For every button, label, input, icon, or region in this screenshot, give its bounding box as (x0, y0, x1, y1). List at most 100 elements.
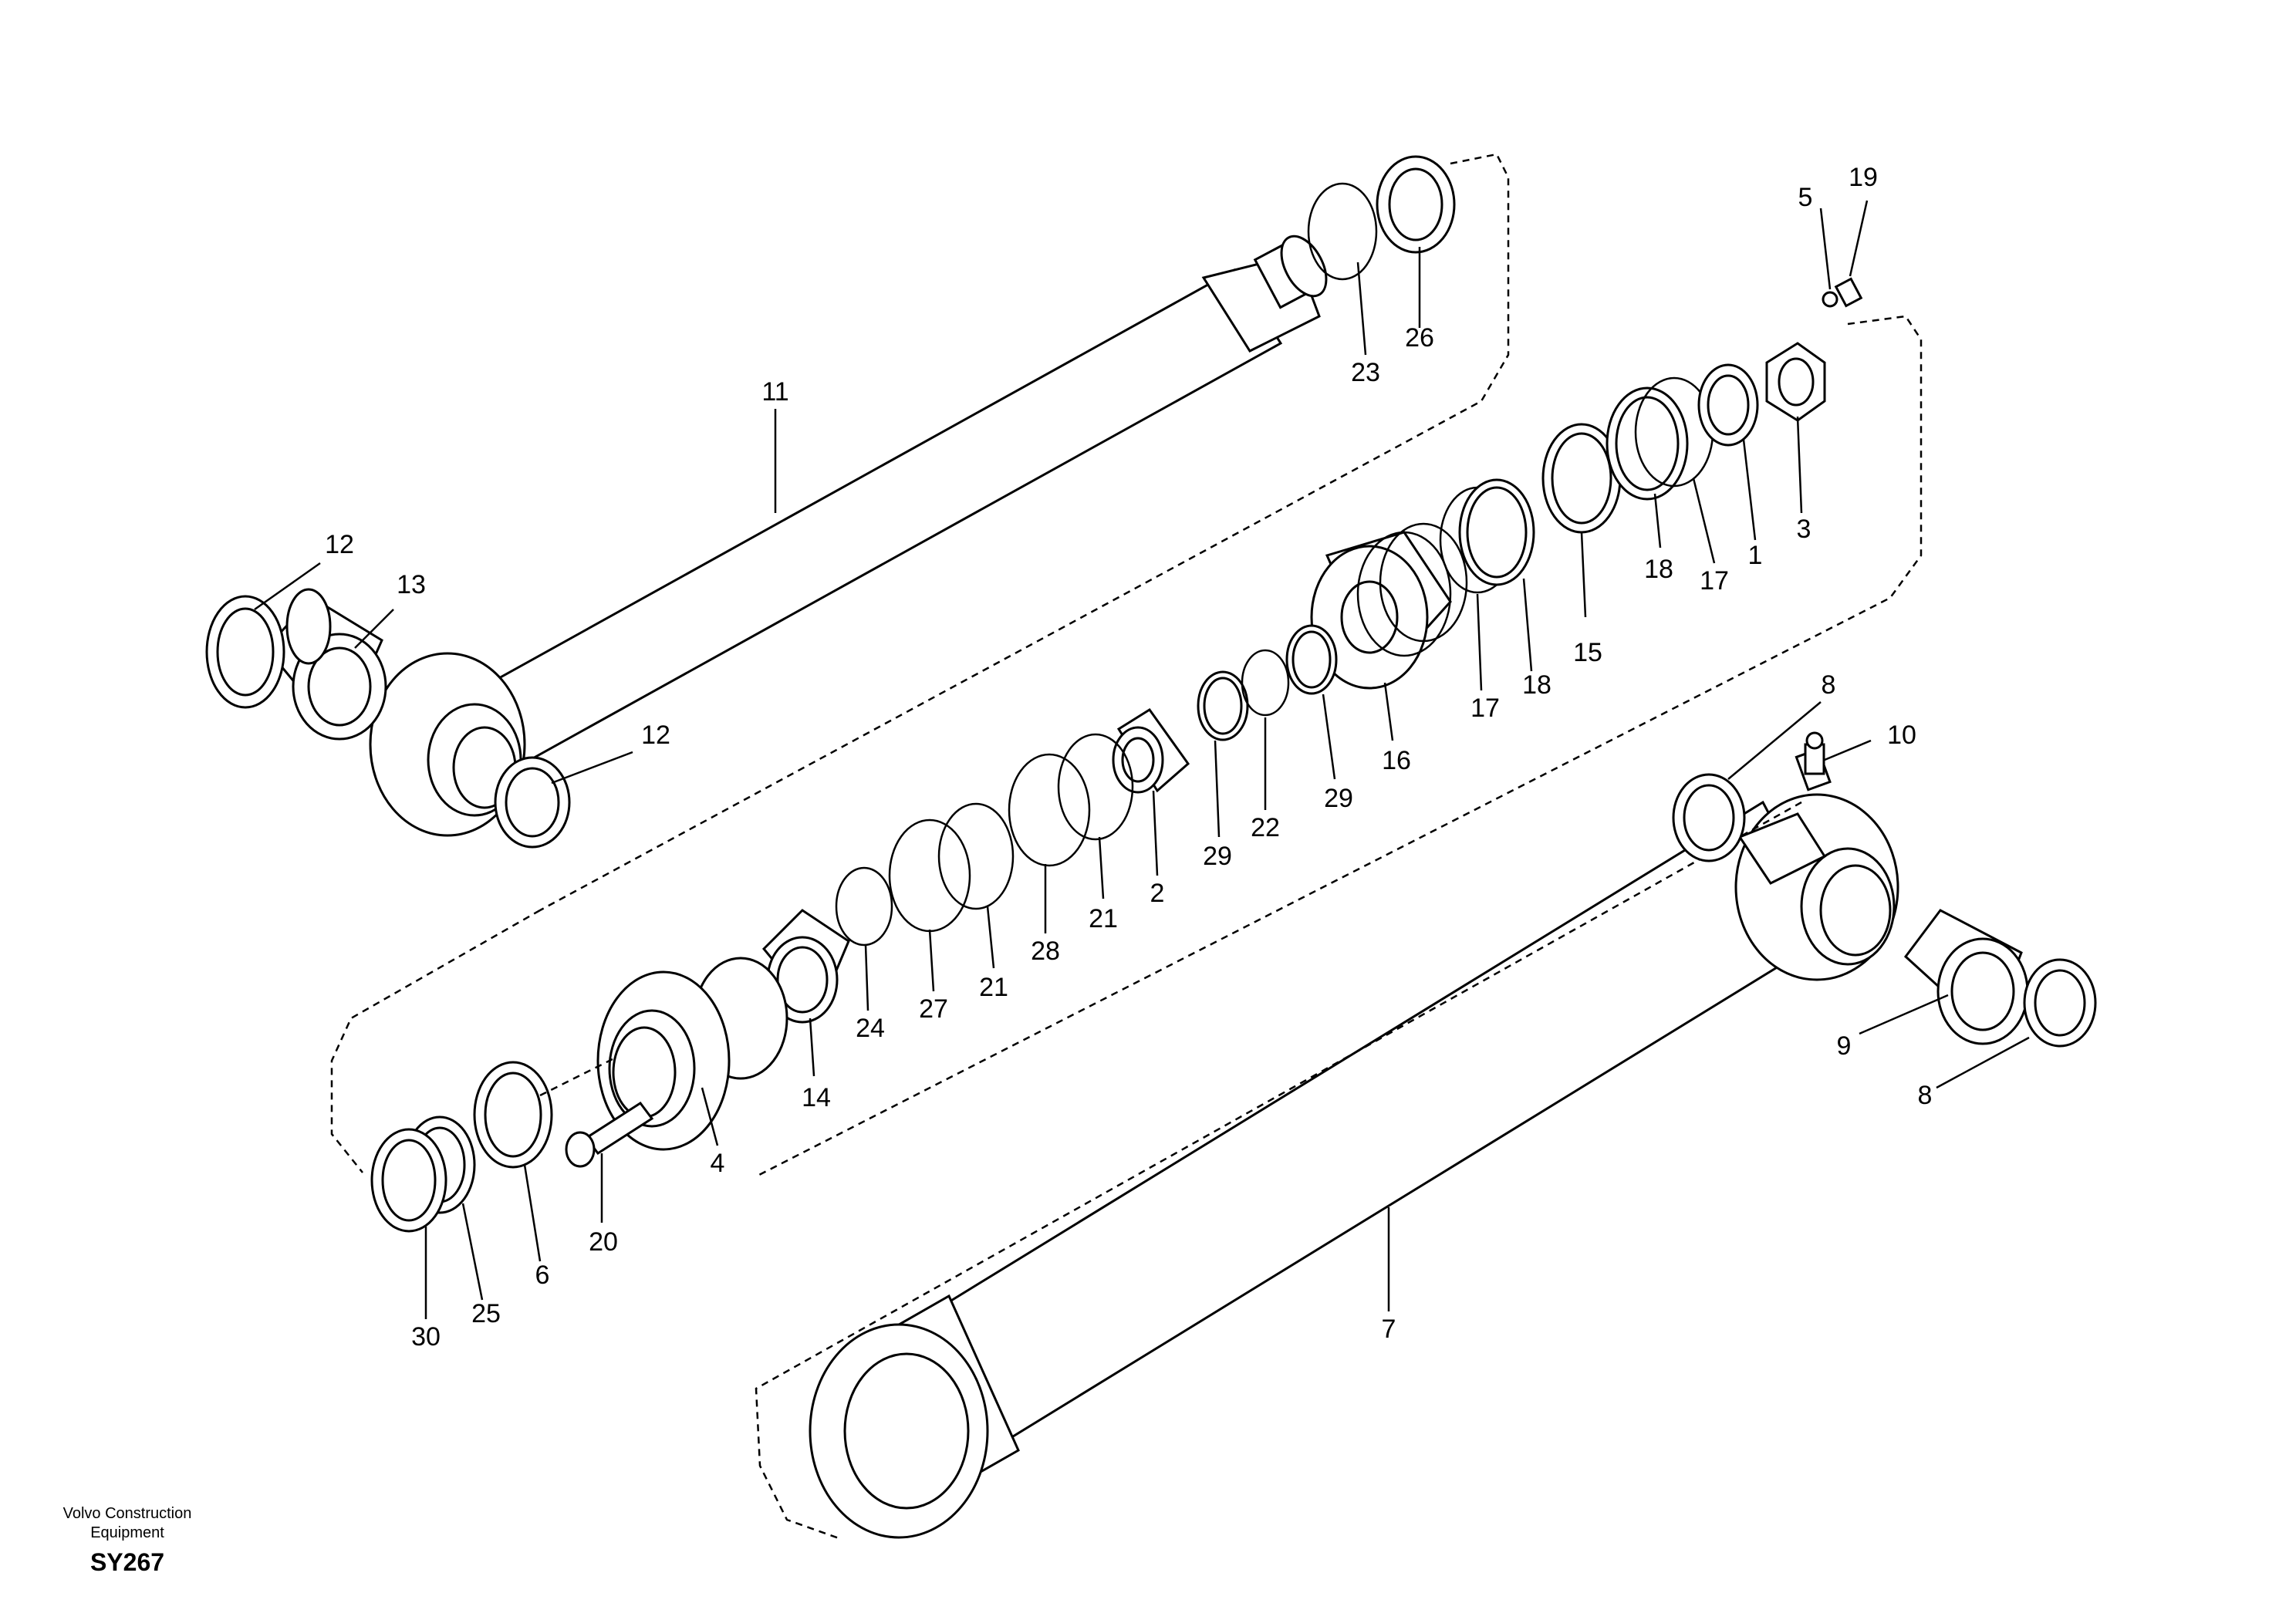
leader-14 (809, 1018, 815, 1077)
backup-ring-18-a (1458, 478, 1535, 586)
callout-18a: 18 (1522, 670, 1551, 700)
callout-17b: 17 (1700, 566, 1729, 596)
callout-29b: 29 (1324, 784, 1353, 813)
leader-4 (701, 1087, 719, 1146)
callout-12b: 12 (641, 721, 670, 750)
leader-10 (1824, 739, 1872, 761)
brand-name-line1: Volvo Construction (62, 1505, 192, 1522)
rod-cover-4 (596, 957, 788, 1151)
ring-22 (1241, 649, 1290, 717)
dust-seal-12-left (205, 595, 285, 709)
callout-15: 15 (1573, 638, 1602, 667)
callout-29a: 29 (1203, 842, 1232, 871)
leader-16 (1383, 682, 1394, 741)
callout-21a: 21 (979, 973, 1008, 1002)
leader-2 (1152, 790, 1159, 876)
callout-8b: 8 (1918, 1081, 1933, 1110)
leader-27 (928, 929, 935, 992)
dust-wiper-30 (370, 1128, 447, 1233)
cushion-ring-2 (1112, 707, 1190, 794)
callout-9: 9 (1837, 1031, 1852, 1061)
leader-21b (1098, 836, 1105, 899)
callout-2: 2 (1150, 879, 1165, 908)
leader-15 (1580, 532, 1587, 618)
callout-25: 25 (471, 1299, 501, 1328)
callout-5: 5 (1798, 183, 1813, 212)
leader-12a (254, 562, 321, 611)
seal-15 (1541, 423, 1622, 534)
set-screw-19 (1834, 277, 1863, 308)
leader-29a (1214, 740, 1221, 838)
ball-5 (1822, 291, 1838, 308)
callout-14: 14 (802, 1083, 831, 1112)
callout-23: 23 (1351, 358, 1380, 387)
leader-5 (1819, 208, 1832, 290)
ring-21-a (937, 802, 1015, 910)
callout-26: 26 (1405, 323, 1434, 353)
callout-16: 16 (1382, 746, 1411, 775)
leader-1 (1742, 439, 1757, 541)
callout-7: 7 (1382, 1315, 1396, 1344)
callout-1: 1 (1748, 541, 1763, 570)
ring-21-b (1057, 733, 1134, 841)
leader-25 (461, 1203, 484, 1301)
callout-24: 24 (856, 1014, 885, 1043)
backup-ring-18-b (1606, 386, 1689, 501)
dust-seal-8-left (1672, 773, 1746, 862)
callout-3: 3 (1797, 515, 1811, 544)
leader-23 (1356, 262, 1367, 356)
snap-ring-23 (1307, 182, 1378, 281)
leader-12b (551, 751, 633, 785)
seal-28 (1008, 753, 1091, 867)
grease-nipple-10 (1804, 731, 1825, 775)
callout-30: 30 (411, 1322, 441, 1352)
callout-17a: 17 (1470, 694, 1500, 723)
callout-22: 22 (1251, 813, 1280, 842)
leader-13 (354, 609, 394, 649)
leader-3 (1796, 416, 1803, 514)
seal-29-b (1285, 624, 1338, 695)
leader-8b (1936, 1036, 2030, 1089)
seal-27 (888, 818, 971, 933)
leader-17b (1692, 478, 1716, 564)
leader-9 (1859, 994, 1949, 1035)
bushing-9 (1903, 909, 2029, 1045)
leader-19 (1849, 200, 1869, 277)
callout-18b: 18 (1644, 555, 1673, 584)
callout-21b: 21 (1089, 904, 1118, 933)
leader-21a (986, 906, 995, 969)
callout-28: 28 (1031, 937, 1060, 966)
piston-16 (1310, 522, 1468, 690)
bushing-14 (761, 909, 850, 1024)
callout-11: 11 (761, 377, 788, 407)
callout-6: 6 (535, 1261, 550, 1290)
leader-18b (1653, 493, 1662, 548)
brand-name-line2: Equipment (90, 1524, 164, 1541)
leader-8a (1727, 701, 1822, 780)
wiper-6 (473, 1061, 553, 1169)
callout-12a: 12 (325, 530, 354, 559)
callout-10: 10 (1887, 721, 1916, 750)
callout-20: 20 (589, 1227, 618, 1257)
nut-3 (1765, 342, 1826, 422)
callout-27: 27 (919, 994, 948, 1024)
leader-6 (523, 1164, 542, 1262)
ring-26 (1376, 155, 1456, 254)
washer-1 (1697, 363, 1759, 447)
diagram-code: SY267 (89, 1548, 165, 1576)
leader-29b (1322, 694, 1336, 780)
leader-24 (864, 944, 869, 1011)
piston-rod (369, 235, 1328, 837)
cylinder-tube (809, 748, 1899, 1539)
callout-8a: 8 (1822, 670, 1836, 700)
leader-17a (1476, 593, 1483, 691)
snap-ring-24 (835, 866, 893, 947)
seal-29-a (1197, 670, 1249, 741)
dust-seal-8-right (2023, 958, 2097, 1048)
callout-19: 19 (1849, 163, 1878, 192)
callout-13: 13 (397, 570, 426, 599)
callout-4: 4 (711, 1149, 725, 1178)
dust-seal-12-right (494, 756, 571, 849)
bolt-20 (565, 1101, 654, 1168)
